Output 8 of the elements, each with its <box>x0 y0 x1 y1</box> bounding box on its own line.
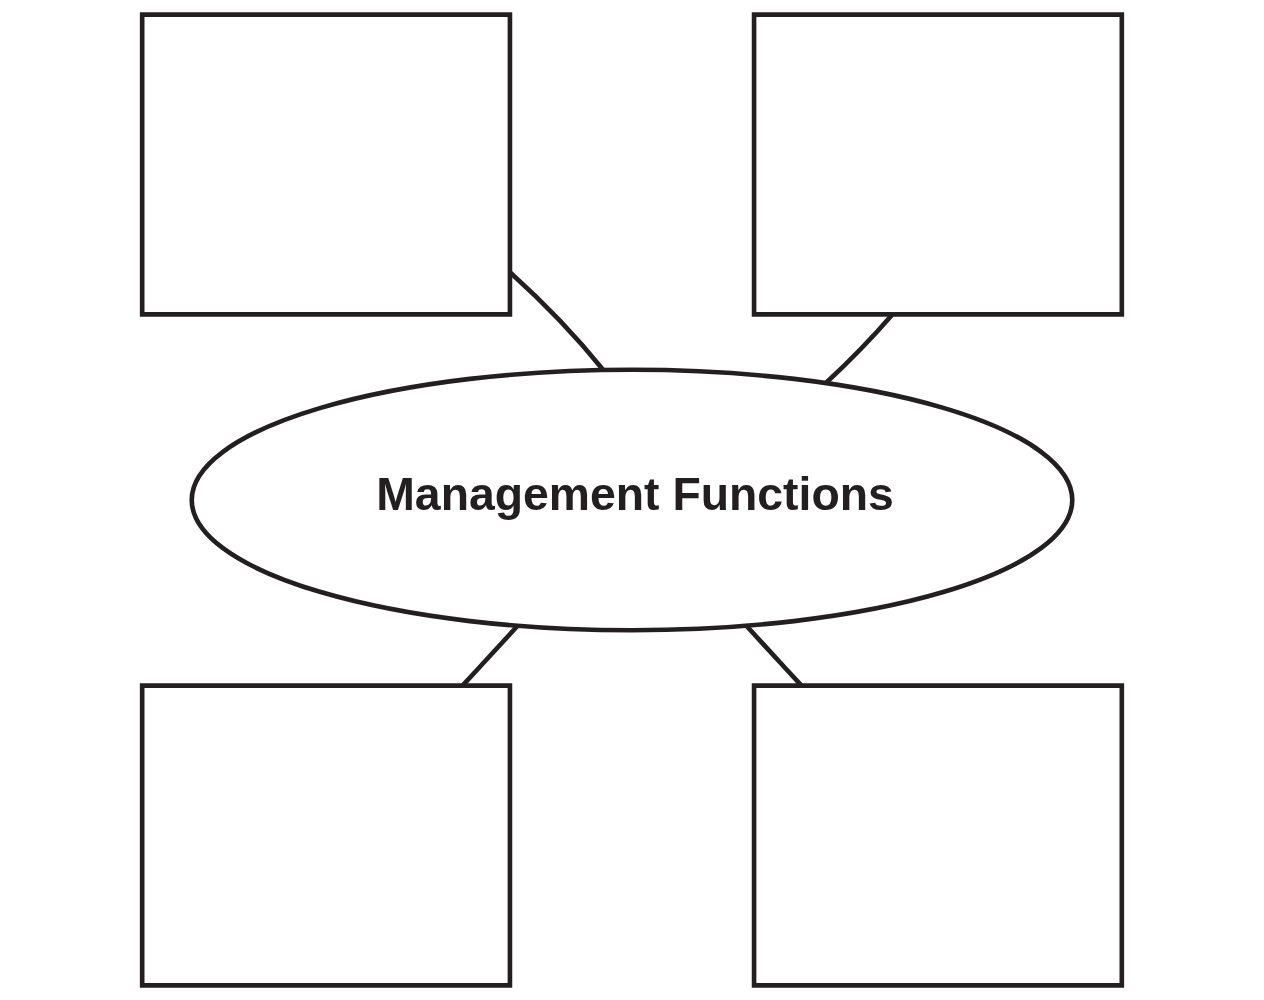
node-ellipse: Management Functions <box>189 367 1075 633</box>
node-box <box>139 683 513 988</box>
connector <box>461 624 520 687</box>
connector <box>824 313 894 385</box>
node-box <box>751 683 1125 988</box>
node-box <box>139 12 513 317</box>
connector <box>744 624 803 687</box>
node-box <box>751 12 1125 317</box>
